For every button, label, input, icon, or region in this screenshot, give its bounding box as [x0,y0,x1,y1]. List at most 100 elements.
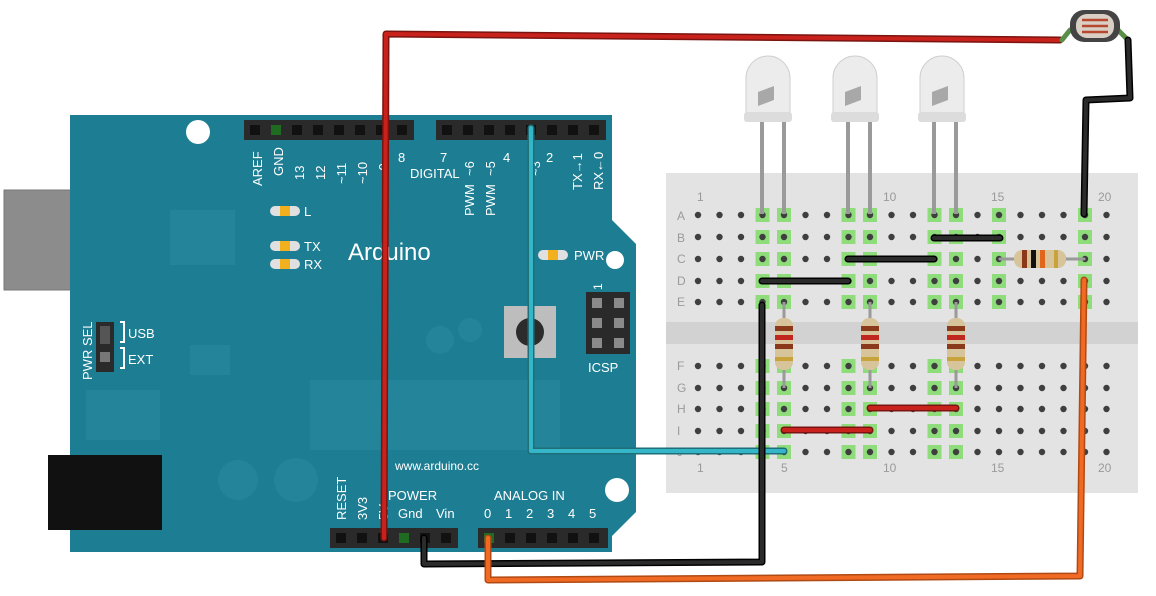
pin-label-tx: TX→1 [570,153,585,190]
pin-label-6: ~6 [462,161,477,176]
pin-label-7: 7 [440,150,447,165]
breadboard-hole [952,448,960,456]
breadboard-hole [888,233,895,241]
breadboard-hole [931,298,938,306]
digital-header-left [244,120,414,140]
breadboard-hole [931,362,938,370]
breadboard-hole [974,277,981,285]
mounting-hole [606,251,624,269]
breadboard-hole [802,211,809,219]
onboard-leds: L TX RX PWR [270,204,604,272]
breadboard-hole [1038,362,1046,370]
breadboard-hole [866,277,874,285]
breadboard-hole [845,448,852,456]
breadboard-hole [1103,211,1110,219]
breadboard-hole [888,427,895,435]
breadboard-hole [909,277,917,285]
breadboard-hole [866,448,874,456]
breadboard-hole [802,384,809,392]
breadboard-column-numbers: 1 10 15 20 1 5 10 15 20 [697,190,1112,475]
breadboard-hole [1038,405,1046,413]
pin-label-gnd: GND [271,147,286,176]
power-pin-gnd: Gnd [398,506,423,521]
breadboard-hole [995,277,1003,285]
power-jack [48,455,162,530]
breadboard-hole [1060,448,1067,456]
breadboard-hole [1103,427,1110,435]
col-number-20: 20 [1098,190,1112,204]
wire-black-gnd [422,303,764,566]
pin-label-11: ~11 [334,163,349,184]
breadboard-hole [888,448,895,456]
breadboard-hole [1017,427,1024,435]
breadboard-hole [909,384,917,392]
breadboard-hole [1017,405,1024,413]
breadboard-channel [666,322,1138,344]
breadboard-hole [1060,427,1067,435]
breadboard-hole [952,255,960,263]
breadboard-hole [1060,362,1067,370]
breadboard-hole [974,384,981,392]
analog-pin-3: 3 [547,506,554,521]
led-l-label: L [304,204,311,219]
breadboard-hole [1103,255,1110,263]
breadboard-hole [1017,233,1024,241]
breadboard-hole [1103,277,1110,285]
breadboard-hole [716,362,723,370]
breadboard-hole [1103,384,1110,392]
pin-label-aref: AREF [250,151,265,186]
analog-pin-5: 5 [589,506,596,521]
breadboard-hole [845,233,852,241]
breadboard-hole [716,255,723,263]
breadboard-hole [995,448,1003,456]
breadboard-hole [694,298,702,306]
breadboard-hole [716,277,723,285]
breadboard-hole [995,298,1003,306]
breadboard-hole [1017,211,1024,219]
breadboard-hole [1060,233,1067,241]
breadboard-hole [931,277,938,285]
resistor-horizontal [998,250,1086,268]
resistor-2 [861,302,879,388]
col-number-10: 10 [883,190,897,204]
breadboard-hole [888,298,895,306]
pwr-sel-jumper: PWR SEL USB EXT [80,321,155,380]
pin-label-10: ~10 [355,162,370,184]
breadboard-hole [888,384,895,392]
breadboard-hole [802,298,809,306]
photoresistor [1070,10,1120,42]
breadboard-hole [995,384,1003,392]
breadboard-hole [780,233,788,241]
breadboard-hole [1038,277,1046,285]
arduino-board: AREF GND 13 12 ~11 ~10 ~9 8 DIGITAL 7 ~6… [3,115,636,552]
breadboard-hole [845,362,852,370]
breadboard-hole [737,233,745,241]
analog-pin-4: 4 [568,506,575,521]
breadboard-hole [716,211,723,219]
breadboard-hole [845,298,852,306]
power-pin-vin: Vin [436,506,455,521]
breadboard-hole [694,427,702,435]
analog-pin-0: 0 [484,506,491,521]
breadboard-hole [694,362,702,370]
breadboard-hole [1017,384,1024,392]
breadboard-hole [1060,211,1067,219]
breadboard-hole [1060,298,1067,306]
led-rx-label: RX [304,257,322,272]
breadboard-hole [995,405,1003,413]
power-pin-reset: RESET [334,477,349,520]
breadboard-hole [823,211,831,219]
row-label-f: F [677,359,684,373]
digital-header-right [436,120,606,140]
icsp-label: ICSP [588,360,618,375]
breadboard-hole [952,277,960,285]
pin-label-4: 4 [503,150,510,165]
col-number-15-bottom: 15 [991,461,1005,475]
col-number-1-bottom: 1 [697,461,704,475]
breadboard-hole [952,427,960,435]
breadboard-hole [1038,298,1046,306]
breadboard-hole [737,384,745,392]
col-number-20-bottom: 20 [1098,461,1112,475]
analog-pin-1: 1 [505,506,512,521]
breadboard-hole [802,448,809,456]
